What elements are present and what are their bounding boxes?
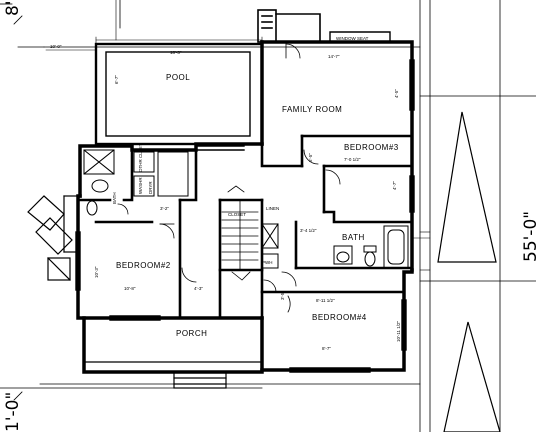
room-label-bath-left: BATH <box>112 192 117 204</box>
dimension-bed2-depth: 10'-3" <box>94 266 99 278</box>
dimension-bath-depth: 5'-5" <box>308 153 313 162</box>
room-label-pwh: PWH <box>262 260 273 265</box>
dimension-bed3-depth: 4'-7" <box>392 181 397 190</box>
dimension-bed2-width: 10'-8" <box>124 286 136 291</box>
stairs <box>221 185 259 281</box>
dimension-bed3-width: 7'-0 1/2" <box>344 157 361 162</box>
dimension-bed4-depth: 10'-11 1/2" <box>396 320 401 342</box>
room-label-washer: WASHR <box>138 177 143 194</box>
window-seat <box>329 31 391 43</box>
room-label-pool: POOL <box>166 73 190 82</box>
exterior-walls <box>76 40 414 374</box>
dimension-bed4-width: 8'-11 1/2" <box>316 298 335 303</box>
dimension-pool-depth: 6'-7" <box>114 75 119 84</box>
site-triangle-top <box>437 111 497 263</box>
room-label-porch: PORCH <box>176 329 207 338</box>
bath-fixtures-right <box>333 225 409 269</box>
room-label-window-seat: WINDOW SEAT <box>336 36 369 41</box>
dimension-closet-width: 3'-4 1/2" <box>300 228 317 233</box>
room-label-closet: CLOSET <box>228 212 246 217</box>
room-label-dryer: DRYR <box>148 181 153 194</box>
side-entry <box>27 195 79 281</box>
room-label-bath-right: BATH <box>342 233 365 242</box>
dimension-family-depth: 4'-5" <box>394 89 399 98</box>
closet-block <box>261 223 279 269</box>
pool-outer <box>94 42 264 146</box>
dimension-pool-width: 18'-3" <box>170 50 182 55</box>
dimension-bed4-lower: 8'-7" <box>322 346 331 351</box>
site-triangle-bottom <box>443 321 501 432</box>
door-swings <box>117 43 341 313</box>
windows <box>75 59 415 373</box>
room-label-family-room: FAMILY ROOM <box>282 105 342 114</box>
room-label-bedroom3: BEDROOM#3 <box>344 143 399 152</box>
dimension-site-depth: 55'-0" <box>521 211 536 262</box>
bath-fixtures-left <box>83 149 189 216</box>
dimension-closet-side: 3'-5" <box>280 291 285 300</box>
dimension-hall-width: 4'-3" <box>194 286 203 291</box>
room-label-bedroom2: BEDROOM#2 <box>116 261 171 270</box>
right-dimension-ticks <box>411 231 431 271</box>
chimney <box>257 9 321 43</box>
pool-inner <box>105 51 251 137</box>
dimension-stair-width: 3'-2" <box>160 206 169 211</box>
porch-steps <box>83 361 263 389</box>
dimension-bottom-offset: 1'-0" <box>3 392 23 432</box>
room-label-other-closet: OTHR CLSET <box>138 143 143 172</box>
dimension-top-offset: 8' <box>3 1 23 17</box>
room-label-linen: LINEN <box>266 206 279 211</box>
top-dimension-line <box>45 0 263 51</box>
dimension-family-width: 14'-7" <box>328 54 340 59</box>
room-label-bedroom4: BEDROOM#4 <box>312 313 367 322</box>
dimension-left-offset: 10'-0" <box>50 44 62 49</box>
